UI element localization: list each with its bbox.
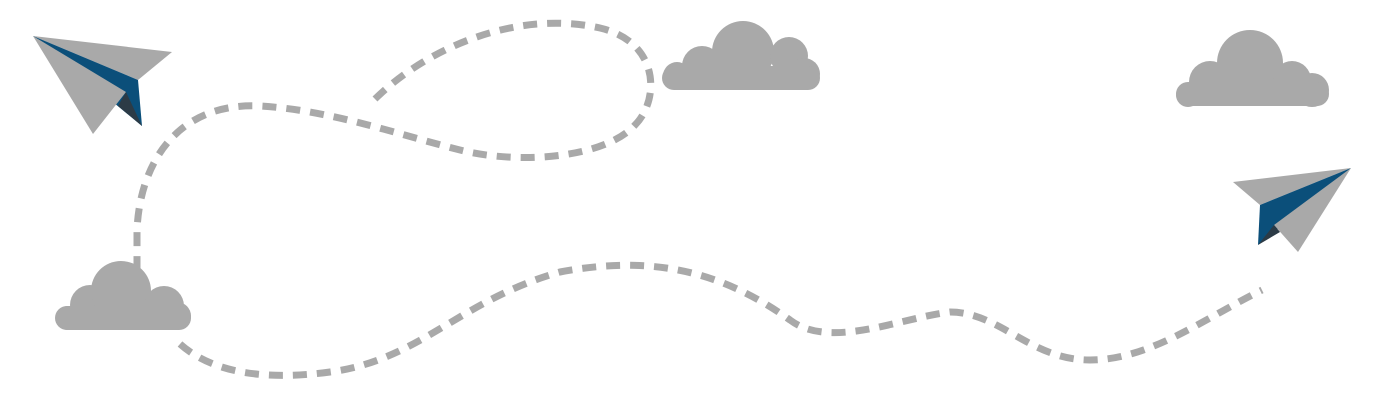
cloud-icon	[662, 21, 820, 90]
cloud-icon	[1176, 30, 1329, 107]
plane-left-shadow	[118, 92, 142, 126]
paper-plane-icon	[33, 36, 172, 134]
plane-left-lower-wing	[33, 36, 126, 134]
cloud-icon	[55, 261, 191, 330]
plane-left-wing	[33, 36, 172, 80]
plane-right-wing	[1233, 168, 1351, 205]
paper-plane-icon	[1233, 168, 1351, 252]
dashed-flight-path	[133, 19, 1264, 379]
plane-right-lower-wing	[1274, 168, 1351, 252]
plane-right-shadow	[1258, 225, 1280, 245]
